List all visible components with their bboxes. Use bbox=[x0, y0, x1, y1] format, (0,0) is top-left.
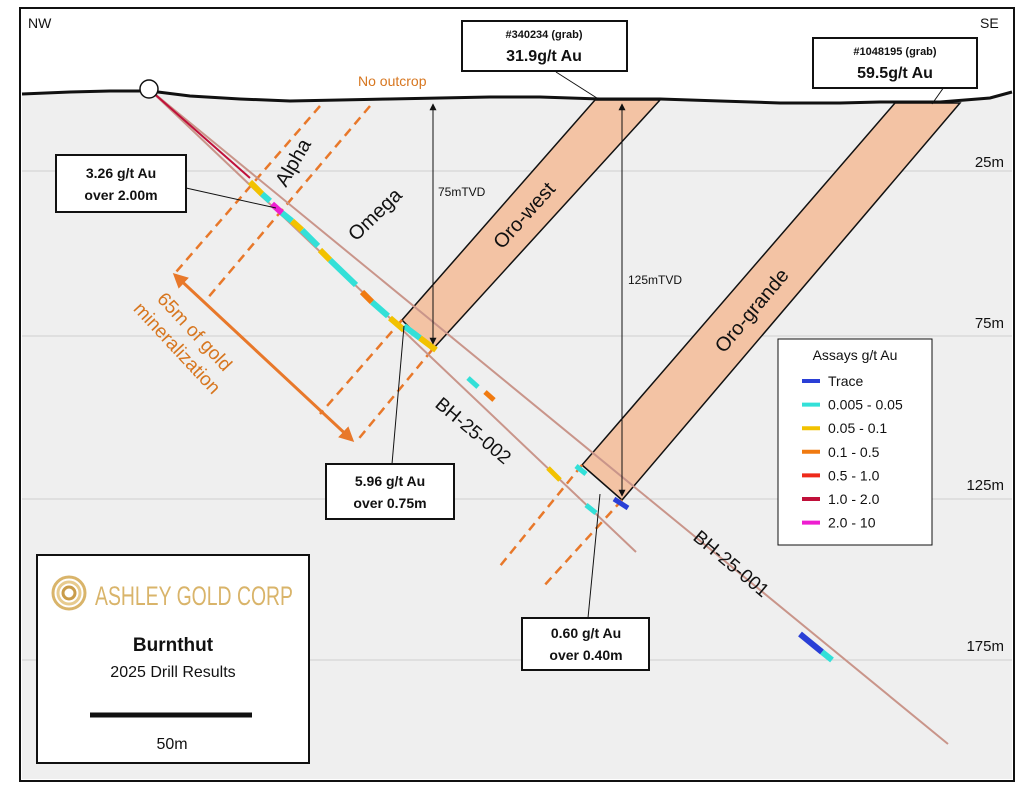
assay-interval bbox=[247, 179, 265, 197]
ground-surface-line bbox=[21, 89, 1013, 105]
intercept-callout-3: 0.60 g/t Au over 0.40m bbox=[521, 617, 650, 671]
tvd-label-75m: 75mTVD bbox=[438, 185, 486, 199]
intercept-callout-1: 3.26 g/t Au over 2.00m bbox=[55, 154, 187, 213]
assay-interval bbox=[546, 466, 562, 482]
intercept-grade: 3.26 g/t Au bbox=[86, 165, 156, 181]
assay-interval bbox=[299, 227, 321, 249]
drill-collar bbox=[139, 79, 159, 99]
legend-label: 1.0 - 2.0 bbox=[828, 491, 880, 507]
assay-interval bbox=[402, 323, 422, 341]
assay-interval bbox=[483, 390, 496, 402]
legend-label: 0.05 - 0.1 bbox=[828, 420, 887, 436]
assay-interval bbox=[327, 257, 359, 288]
legend-label: 0.1 - 0.5 bbox=[828, 444, 880, 460]
sample-id: #340234 (grab) bbox=[505, 29, 582, 41]
oro-grande-projection-a bbox=[499, 464, 583, 567]
intercept-length: over 2.00m bbox=[84, 187, 157, 203]
assay-interval bbox=[798, 631, 824, 655]
logo-ring-outer bbox=[51, 575, 87, 611]
intercept-callout-2: 5.96 g/t Au over 0.75m bbox=[325, 463, 455, 520]
project-name: Burnthut bbox=[133, 635, 214, 656]
scale-label: 50m bbox=[156, 736, 187, 753]
assay-intervals bbox=[247, 179, 834, 663]
oro-west-projection-a bbox=[319, 319, 403, 415]
depth-label-125m: 125m bbox=[966, 477, 1004, 494]
drill-hole-bh-25-001 bbox=[149, 89, 949, 745]
assay-interval bbox=[370, 299, 390, 319]
oro-west-projection-b bbox=[355, 349, 433, 443]
company-name: ASHLEY GOLD CORP bbox=[95, 581, 293, 611]
assay-interval bbox=[418, 335, 438, 353]
depth-label-75m: 75m bbox=[975, 315, 1004, 332]
assay-interval bbox=[280, 210, 294, 224]
assay-interval bbox=[359, 289, 375, 305]
assay-interval bbox=[466, 376, 480, 389]
legend-label: 2.0 - 10 bbox=[828, 515, 876, 531]
assay-interval bbox=[820, 649, 834, 663]
legend-items: Trace 0.005 - 0.05 0.05 - 0.1 0.1 - 0.5 0.5 … bbox=[802, 373, 903, 531]
sample-box-1048195: #1048195 (grab) 59.5g/t Au bbox=[812, 37, 978, 89]
direction-nw: NW bbox=[28, 15, 52, 31]
intercept-grade: 0.60 g/t Au bbox=[551, 625, 621, 641]
assay-interval bbox=[317, 247, 333, 263]
legend-label: 0.5 - 1.0 bbox=[828, 467, 880, 483]
mineralization-width-arrow bbox=[172, 272, 355, 443]
intercept-grade: 5.96 g/t Au bbox=[355, 473, 425, 489]
depth-label-175m: 175m bbox=[966, 638, 1004, 655]
project-subtitle: 2025 Drill Results bbox=[110, 664, 235, 681]
legend-label: Trace bbox=[828, 373, 863, 389]
sample-leader-2 bbox=[931, 86, 945, 105]
sample-box-340234: #340234 (grab) 31.9g/t Au bbox=[461, 20, 628, 72]
depth-label-25m: 25m bbox=[975, 154, 1004, 171]
sample-leader-1 bbox=[555, 71, 601, 101]
no-outcrop-note: No outcrop bbox=[358, 73, 427, 89]
intercept-length: over 0.75m bbox=[353, 495, 426, 511]
callout-leader-2 bbox=[391, 325, 405, 465]
logo-ring-middle bbox=[56, 580, 82, 606]
legend-title: Assays g/t Au bbox=[813, 347, 898, 363]
sample-grade: 59.5g/t Au bbox=[857, 65, 933, 82]
oro-grande-projection-b bbox=[541, 499, 623, 589]
assay-interval bbox=[269, 201, 285, 216]
sample-id: #1048195 (grab) bbox=[853, 46, 936, 58]
company-logo: ASHLEY GOLD CORP bbox=[51, 575, 293, 611]
assay-interval bbox=[574, 464, 588, 476]
alpha-dashed-line bbox=[175, 105, 321, 273]
assay-interval bbox=[289, 218, 305, 233]
intercept-length: over 0.40m bbox=[549, 647, 622, 663]
logo-ring-inner bbox=[61, 585, 77, 601]
direction-se: SE bbox=[980, 15, 999, 31]
assay-interval bbox=[612, 496, 630, 511]
legend-label: 0.005 - 0.05 bbox=[828, 397, 903, 413]
sample-grade: 31.9g/t Au bbox=[506, 48, 582, 65]
assay-legend: Assays g/t Au Trace 0.005 - 0.05 0.05 - 0.… bbox=[777, 338, 933, 546]
tvd-label-125m: 125mTVD bbox=[628, 273, 682, 287]
assay-interval bbox=[260, 191, 272, 204]
assay-interval bbox=[388, 315, 406, 333]
drill-hole-collar-segment bbox=[149, 89, 251, 179]
callout-leader-3 bbox=[587, 493, 601, 619]
title-block: ASHLEY GOLD CORP Burnthut 2025 Drill Res… bbox=[36, 554, 310, 764]
assay-interval bbox=[584, 503, 598, 515]
callout-leader-1 bbox=[185, 187, 277, 209]
